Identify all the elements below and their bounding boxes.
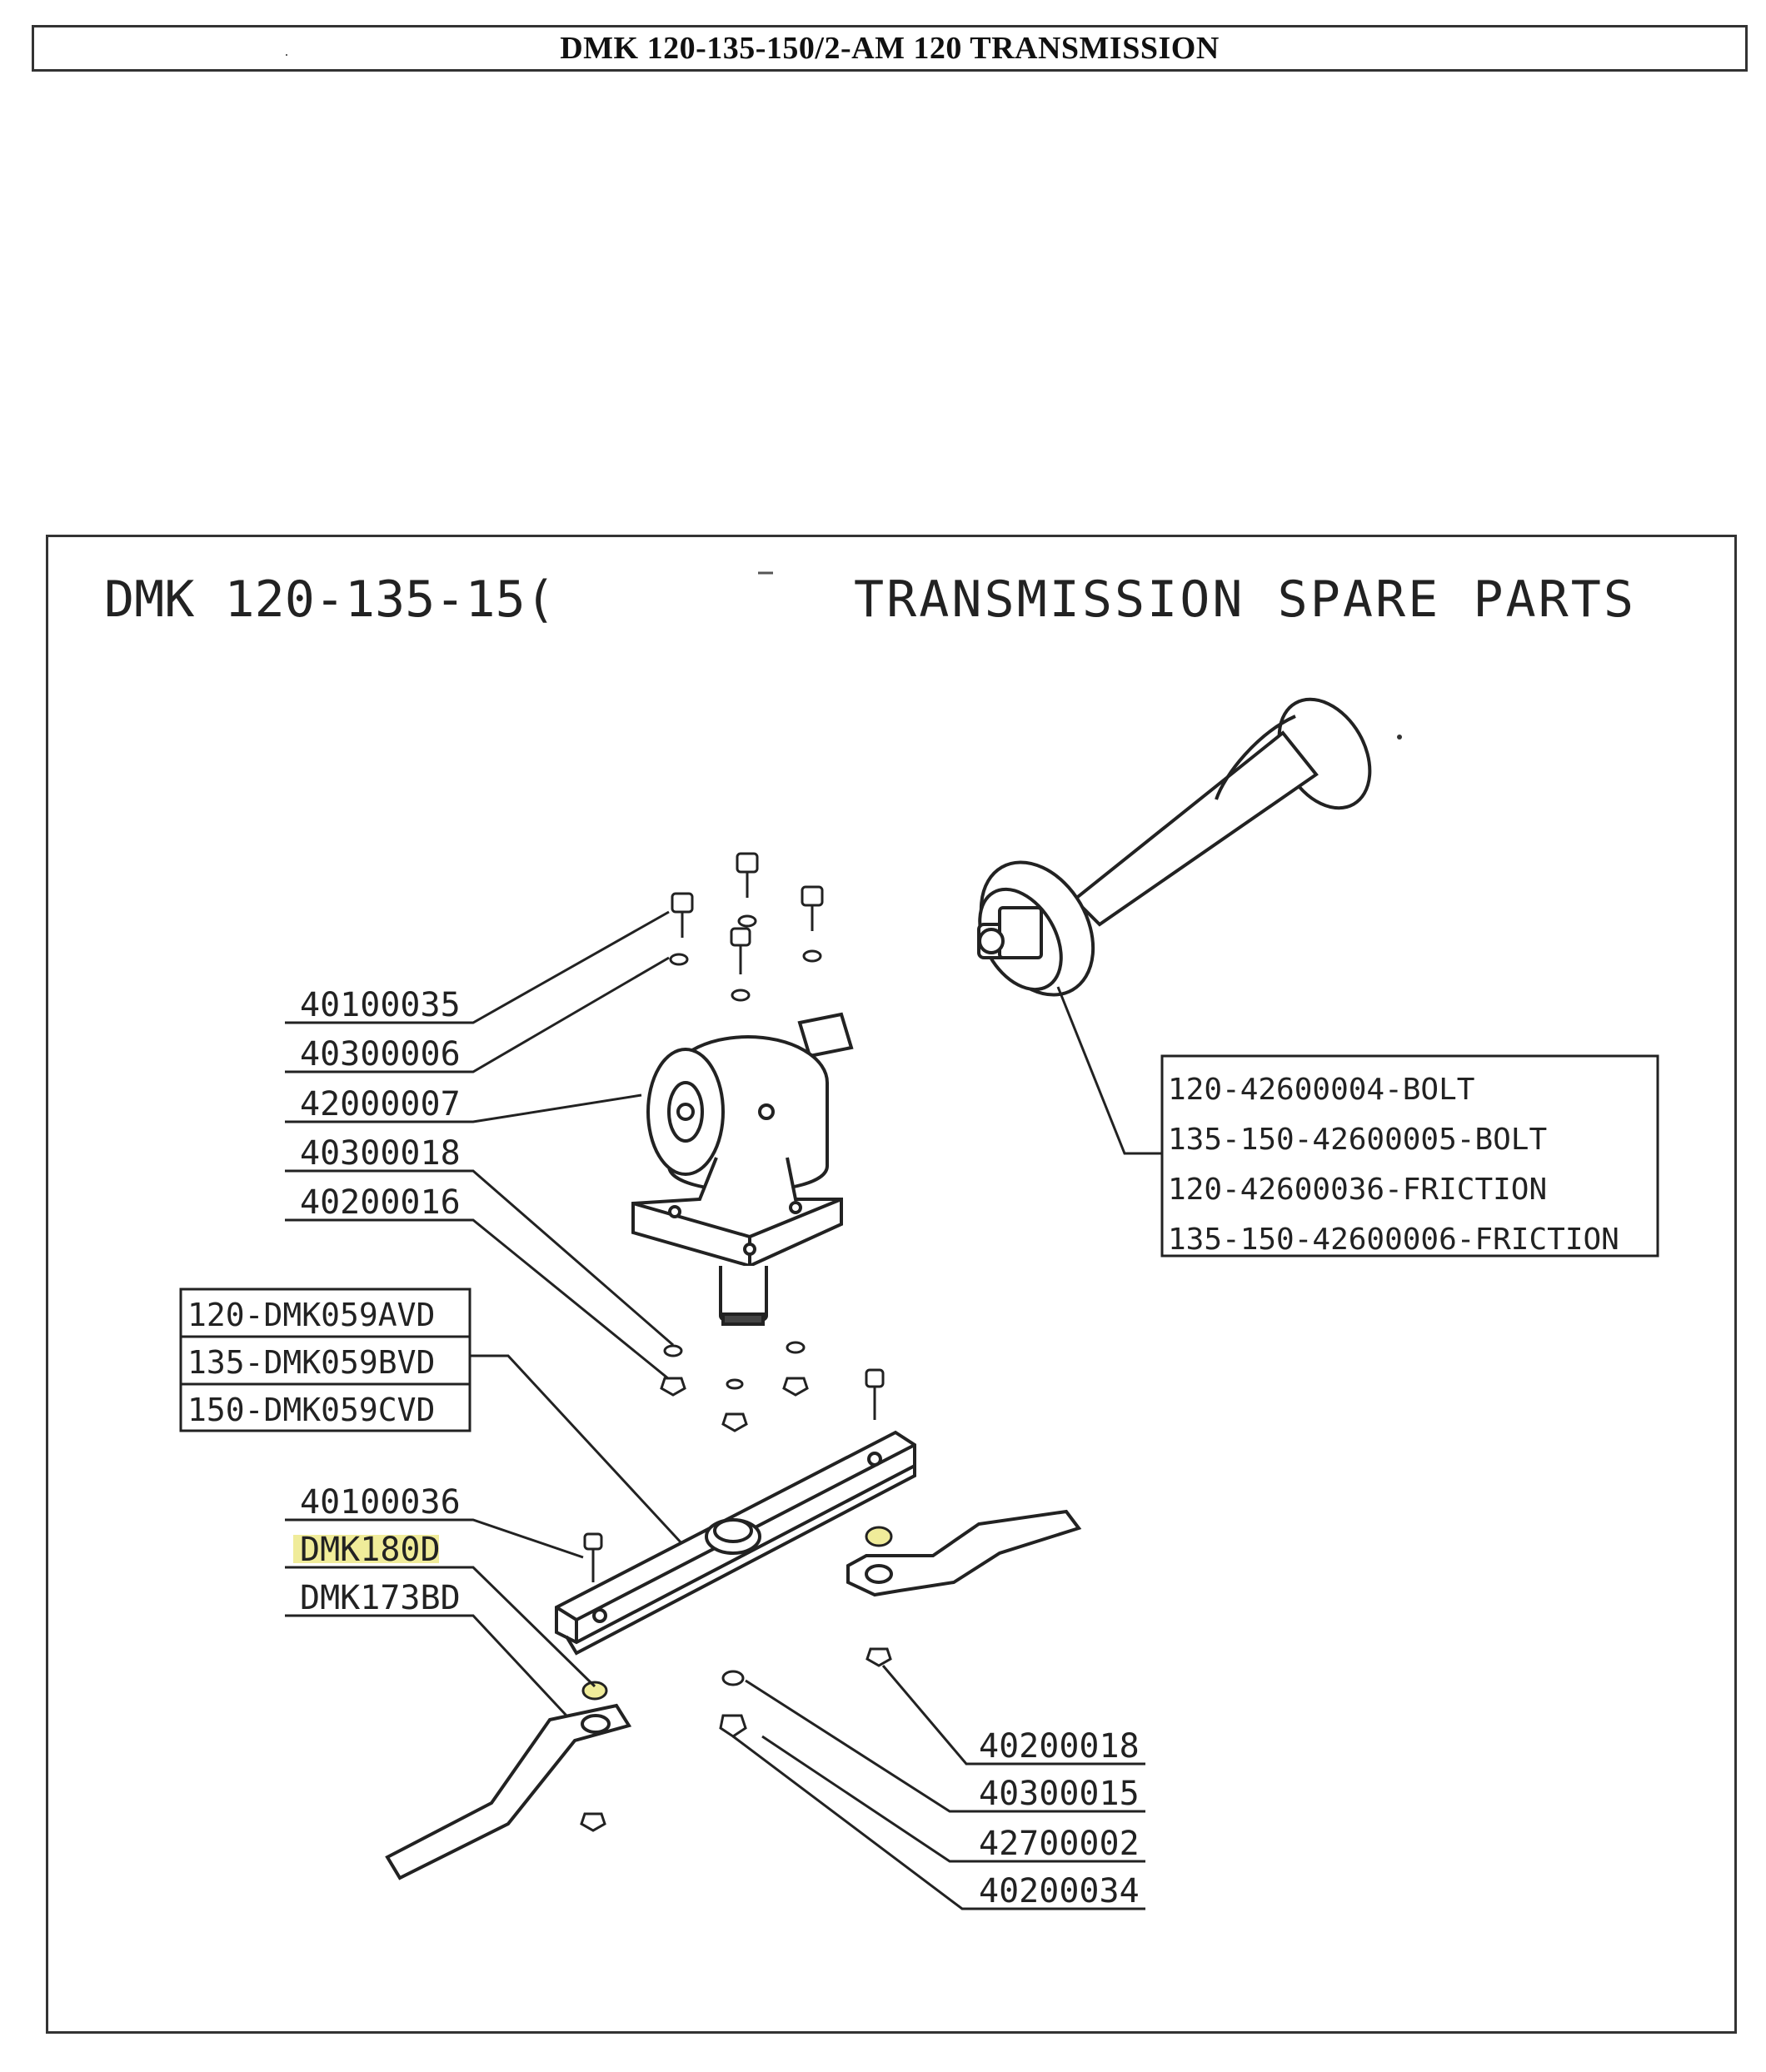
part-label: 40200034 [979,1872,1140,1910]
drawing-title-right: TRANSMISSION SPARE PARTS [854,570,1636,629]
lower-fasteners [580,1532,892,1832]
top-bolts [669,852,824,1002]
blade-holder-parts-box: 120-DMK059AVD 135-DMK059BVD 150-DMK059CV… [179,1288,471,1432]
part-label: 40100036 [300,1483,461,1522]
blade-left [385,1703,632,1880]
leader-lines-lower-left [285,1518,596,1717]
blade-holder-part: 135-DMK059BVD [187,1344,435,1381]
drawing-frame [46,535,1737,2034]
pto-part: 135-150-42600006-FRICTION [1168,1223,1619,1257]
leader-lines-lower-right [732,1665,1145,1910]
pto-part: 120-42600036-FRICTION [1168,1173,1547,1207]
drawing-title-left: DMK 120-135-15( [104,570,556,629]
part-label: 42000007 [300,1085,461,1123]
labels-left: 40100035 40300006 42000007 40300018 4020… [285,986,473,1222]
part-label: 40300015 [979,1775,1140,1813]
blade-right [846,1509,1082,1597]
page-title: DMK 120-135-150/2-AM 120 TRANSMISSION [560,31,1220,66]
pto-part: 120-42600004-BOLT [1168,1073,1474,1107]
part-label: DMK173BD [300,1579,461,1617]
part-label: 40200018 [979,1727,1140,1766]
part-label: 40300018 [300,1134,461,1173]
washer-highlight [865,1526,893,1547]
part-label: 40300006 [300,1035,461,1073]
part-label-highlighted: DMK180D [300,1531,441,1569]
label-highlight [293,1535,439,1563]
pto-parts-box: 120-42600004-BOLT 135-150-42600005-BOLT … [1160,1054,1659,1258]
part-label: 42700002 [979,1825,1140,1863]
gearbox [631,1012,854,1326]
blade-holder-part: 120-DMK059AVD [187,1297,435,1333]
blade-holder-part: 150-DMK059CVD [187,1392,435,1428]
blade-holder [555,1430,916,1656]
part-label: 40100035 [300,986,461,1024]
header-dot: · [284,46,289,62]
pto-shaft [977,697,1372,997]
part-label: 40200016 [300,1183,461,1222]
header-box: · DMK 120-135-150/2-AM 120 TRANSMISSION [32,25,1748,72]
mid-fasteners [660,1341,885,1432]
washer-highlight [581,1681,608,1701]
pto-part: 135-150-42600005-BOLT [1168,1123,1547,1157]
